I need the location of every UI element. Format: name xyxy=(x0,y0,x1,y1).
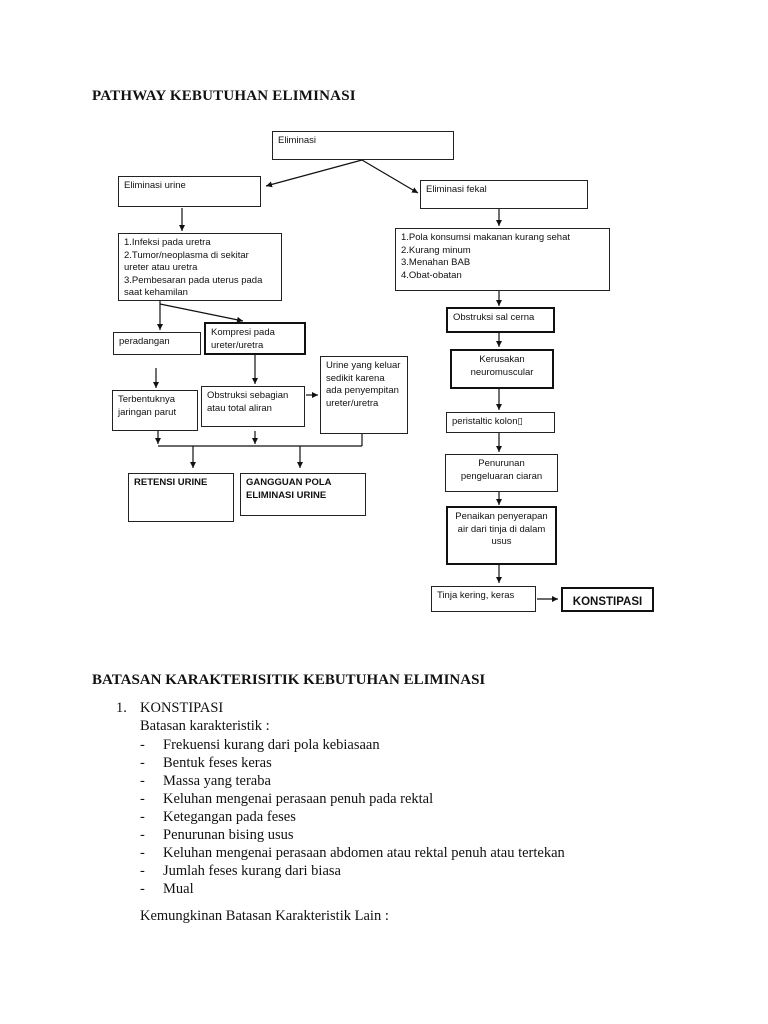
node-eliminasi-urine: Eliminasi urine xyxy=(118,176,261,207)
node-gangguan-pola: GANGGUAN POLA ELIMINASI URINE xyxy=(240,473,366,516)
node-retensi-urine: RETENSI URINE xyxy=(128,473,234,522)
node-peradangan: peradangan xyxy=(113,332,201,355)
node-kerusakan: Kerusakan neuromuscular xyxy=(450,349,554,389)
list-item-text: Bentuk feses keras xyxy=(163,755,272,771)
bullet-dash: - xyxy=(140,755,145,771)
bullet-dash: - xyxy=(140,791,145,807)
bullet-dash: - xyxy=(140,863,145,879)
arrow-to-kompresi xyxy=(159,303,244,323)
list-item-text: Mual xyxy=(163,881,194,897)
list-item-text: Jumlah feses kurang dari biasa xyxy=(163,863,341,879)
list-item-text: Ketegangan pada feses xyxy=(163,809,296,825)
list-item-text: Keluhan mengenai perasaan abdomen atau r… xyxy=(163,845,565,861)
node-kompresi: Kompresi pada ureter/uretra xyxy=(204,322,306,355)
bullet-dash: - xyxy=(140,809,145,825)
list-item: - Penurunan bising usus xyxy=(140,826,565,844)
page-title: PATHWAY KEBUTUHAN ELIMINASI xyxy=(92,88,356,104)
list-item: - Keluhan mengenai perasaan abdomen atau … xyxy=(140,844,565,862)
node-konstipasi: KONSTIPASI xyxy=(561,587,654,612)
list-heading: KONSTIPASI xyxy=(140,700,224,716)
list-item: - Mual xyxy=(140,880,565,898)
bullet-dash: - xyxy=(140,737,145,753)
list-item-text: Penurunan bising usus xyxy=(163,827,294,843)
list-item: - Bentuk feses keras xyxy=(140,754,565,772)
node-obstruksi-sebagian: Obstruksi sebagian atau total aliran xyxy=(201,386,305,427)
node-terbentuknya: Terbentuknya jaringan parut xyxy=(112,390,198,431)
node-penurunan: Penurunan pengeluaran ciaran xyxy=(445,454,558,492)
list-item-text: Massa yang teraba xyxy=(163,773,271,789)
bullet-dash: - xyxy=(140,845,145,861)
list-item: - Jumlah feses kurang dari biasa xyxy=(140,862,565,880)
arrow-to-fekal xyxy=(361,159,419,194)
node-obstruksi-cerna: Obstruksi sal cerna xyxy=(446,307,555,333)
list-item-text: Frekuensi kurang dari pola kebiasaan xyxy=(163,737,380,753)
node-eliminasi: Eliminasi xyxy=(272,131,454,160)
node-peristaltic: peristaltic kolon▯ xyxy=(446,412,555,433)
node-tinja: Tinja kering, keras xyxy=(431,586,536,612)
sub-heading: Batasan karakteristik : xyxy=(140,718,270,734)
node-urine-causes: 1.Infeksi pada uretra 2.Tumor/neoplasma … xyxy=(118,233,282,301)
list-item: - Ketegangan pada feses xyxy=(140,808,565,826)
list-item: - Massa yang teraba xyxy=(140,772,565,790)
list-item: - Keluhan mengenai perasaan penuh pada re… xyxy=(140,790,565,808)
characteristics-list: - Frekuensi kurang dari pola kebiasaan - B… xyxy=(140,736,565,898)
node-fekal-causes: 1.Pola konsumsi makanan kurang sehat 2.K… xyxy=(395,228,610,291)
footer-line: Kemungkinan Batasan Karakteristik Lain : xyxy=(140,908,389,924)
section-title: BATASAN KARAKTERISITIK KEBUTUHAN ELIMINA… xyxy=(92,672,486,688)
list-number: 1. xyxy=(116,700,127,716)
list-item: - Frekuensi kurang dari pola kebiasaan xyxy=(140,736,565,754)
diagram-connectors xyxy=(153,159,558,602)
node-penaikan: Penaikan penyerapan air dari tinja di da… xyxy=(446,506,557,565)
list-item-text: Keluhan mengenai perasaan penuh pada rek… xyxy=(163,791,434,807)
pathway-diagram: Eliminasi Eliminasi urine Eliminasi feka… xyxy=(112,131,654,612)
bullet-dash: - xyxy=(140,827,145,843)
bullet-dash: - xyxy=(140,773,145,789)
bullet-dash: - xyxy=(140,881,145,897)
arrow-to-urine xyxy=(265,159,363,188)
node-urine-keluar: Urine yang keluar sedikit karena ada pen… xyxy=(320,356,408,434)
node-eliminasi-fekal: Eliminasi fekal xyxy=(420,180,588,209)
